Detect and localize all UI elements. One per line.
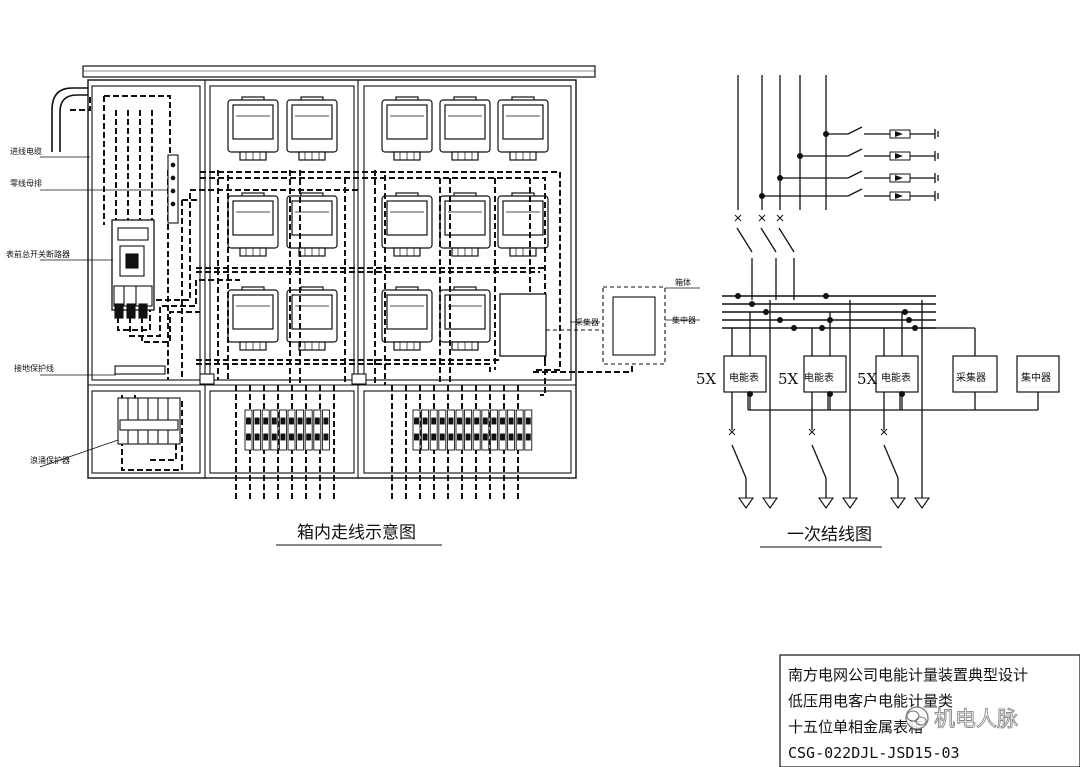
right-terminal-8 — [472, 409, 481, 451]
left-terminal-2 — [253, 409, 262, 451]
left-diagram-title: 箱内走线示意图 — [297, 523, 416, 543]
meter-9 — [497, 96, 549, 161]
right-terminal-7 — [464, 409, 473, 451]
label-leaders — [39, 156, 700, 468]
right-terminal-4 — [438, 409, 447, 451]
meter-4 — [286, 192, 338, 257]
concentrator-box-label: 集中器 — [1021, 371, 1051, 384]
meter-1 — [227, 96, 279, 161]
left-terminal-3 — [261, 409, 270, 451]
left-terminal-6 — [287, 409, 296, 451]
left-terminal-4 — [270, 409, 279, 451]
title-line-3: 十五位单相金属表箱 — [788, 718, 923, 736]
right-terminal-12 — [507, 409, 516, 451]
cabinet-components — [111, 154, 666, 445]
box-body-label: 箱体 — [675, 277, 691, 287]
left-terminal-5 — [278, 409, 287, 451]
meter-7 — [381, 96, 433, 161]
right-terminal-5 — [446, 409, 455, 451]
meter-2 — [286, 96, 338, 161]
watermark-text: 机电人脉 — [934, 707, 1018, 731]
meter-12 — [497, 192, 549, 257]
left-terminal-1 — [244, 409, 253, 451]
meter-14 — [439, 286, 491, 351]
right-terminal-3 — [429, 409, 438, 451]
right-terminal-6 — [455, 409, 464, 451]
left-terminal-9 — [313, 409, 322, 451]
meter-11 — [439, 192, 491, 257]
collector-box-label: 采集器 — [956, 371, 986, 384]
left-terminal-7 — [296, 409, 305, 451]
right-terminal-10 — [489, 409, 498, 451]
meter-multiplier-1: 5X — [696, 370, 717, 388]
incoming-cable-label: 进线电缆 — [10, 146, 42, 156]
meter-10 — [381, 192, 433, 257]
left-terminal-10 — [321, 409, 330, 451]
right-terminal-13 — [515, 409, 524, 451]
terminal-blocks — [244, 409, 533, 451]
cabinet-wiring-diagram — [82, 65, 596, 479]
energy-meter-label-1: 电能表 — [729, 371, 759, 384]
right-terminal-11 — [498, 409, 507, 451]
right-terminal-9 — [481, 409, 490, 451]
meter-3 — [227, 192, 279, 257]
energy-meter-label-2: 电能表 — [804, 371, 834, 384]
concentrator-label: 集中器 — [672, 315, 696, 325]
meter-13 — [381, 286, 433, 351]
meter-multiplier-3: 5X — [857, 370, 878, 388]
title-line-2: 低压用电客户电能计量类 — [788, 692, 953, 710]
title-line-4: CSG-022DJL-JSD15-03 — [788, 744, 960, 762]
meter-5 — [227, 286, 279, 351]
meter-breaker-label: 表前总开关断路器 — [6, 249, 70, 259]
right-terminal-2 — [421, 409, 430, 451]
collector-label: 采集器 — [575, 317, 599, 327]
surge-protector-label: 浪涌保护器 — [30, 455, 70, 465]
meter-multiplier-2: 5X — [778, 370, 799, 388]
watermark: 机电人脉 — [905, 706, 1018, 731]
right-diagram-title: 一次结线图 — [787, 525, 872, 545]
meter-6 — [286, 286, 338, 351]
right-terminal-1 — [412, 409, 421, 451]
one-line-diagram — [722, 75, 1060, 509]
title-block: 南方电网公司电能计量装置典型设计 低压用电客户电能计量类 十五位单相金属表箱 C… — [779, 654, 1080, 767]
energy-meter-label-3: 电能表 — [881, 371, 911, 384]
neutral-bar-label: 零线母排 — [10, 178, 42, 188]
right-terminal-14 — [524, 409, 533, 451]
left-terminal-8 — [304, 409, 313, 451]
meter-grid — [227, 96, 549, 351]
title-line-1: 南方电网公司电能计量装置典型设计 — [788, 666, 1028, 684]
wechat-icon — [905, 706, 929, 730]
ground-line-label: 接地保护线 — [14, 363, 54, 373]
meter-8 — [439, 96, 491, 161]
